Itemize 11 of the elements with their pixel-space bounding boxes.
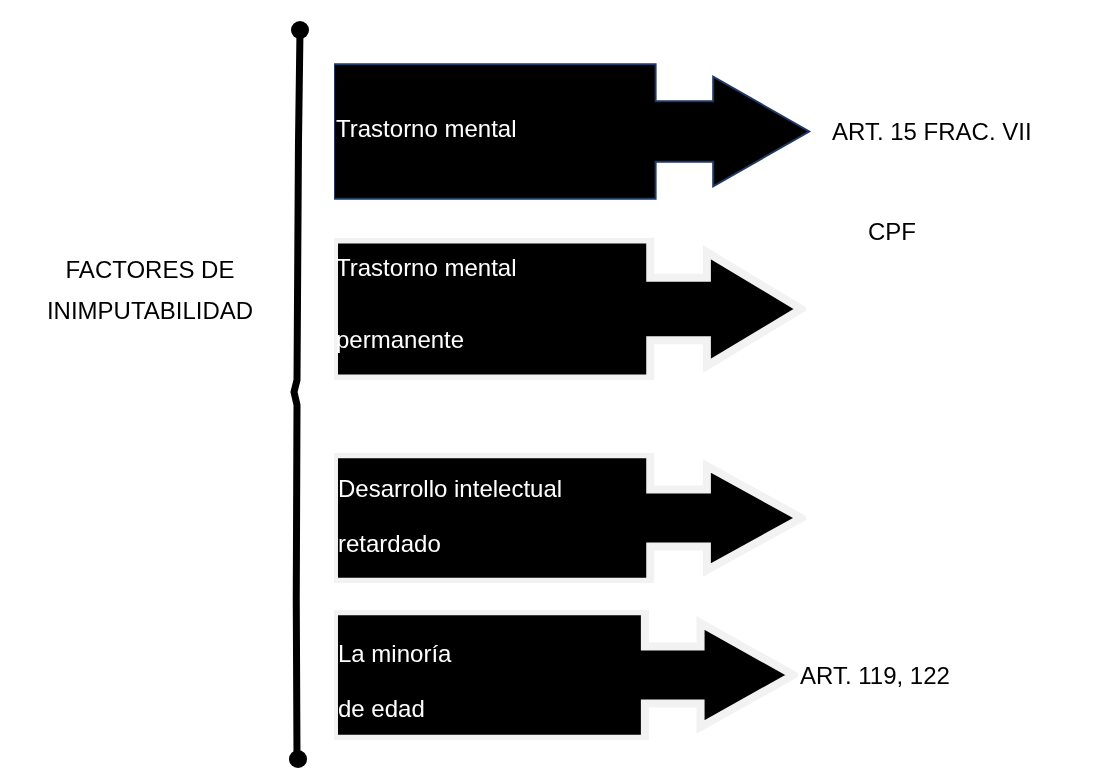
arrow-label: Trastorno mental <box>336 115 518 144</box>
reference-text: ART. 15 FRAC. VII <box>832 118 1032 146</box>
arrow-shape <box>334 238 806 380</box>
arrow-label: La minoría de edad <box>338 639 453 725</box>
arrow-shape <box>334 453 806 583</box>
reference-text: CPF <box>868 218 916 246</box>
arrow-shape <box>334 610 798 740</box>
arrow-label: Desarrollo intelectual retardado <box>338 474 564 560</box>
heading-text: FACTORES DE INIMPUTABILIDAD <box>45 255 255 326</box>
reference-text: ART. 119, 122 <box>800 662 950 690</box>
arrow-shape <box>334 63 814 200</box>
